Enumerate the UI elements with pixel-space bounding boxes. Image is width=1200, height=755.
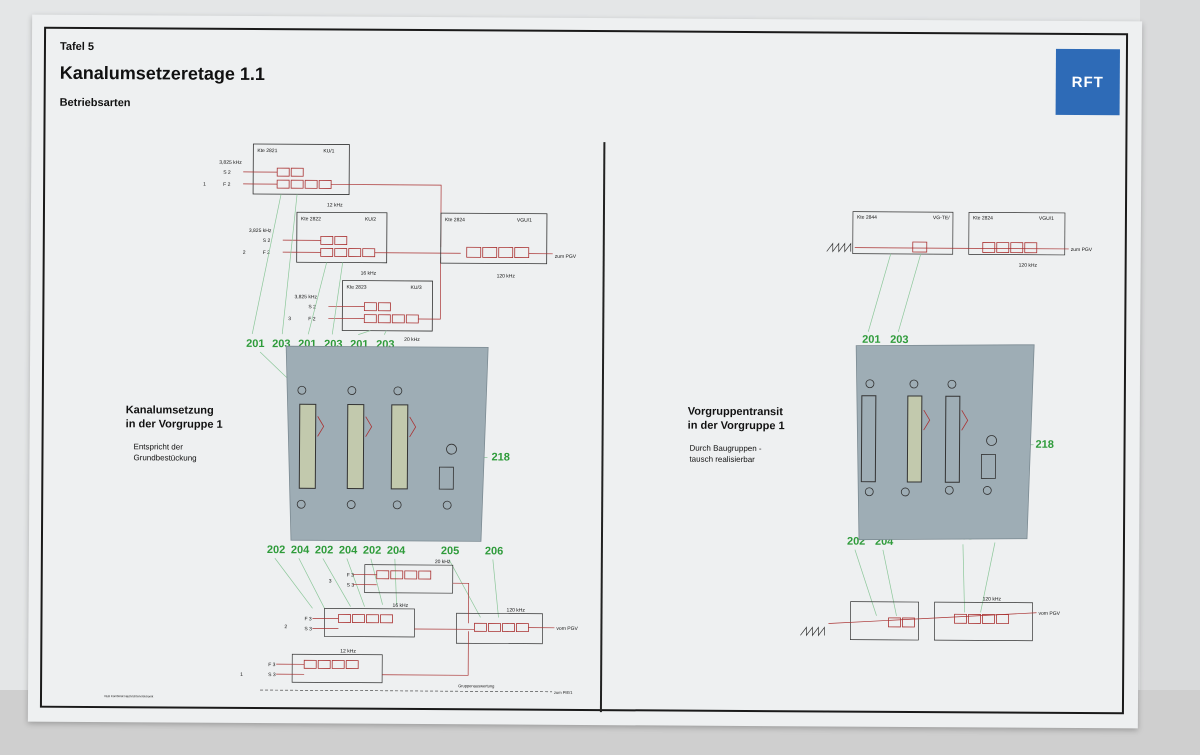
kte-label: Kte 2844 bbox=[857, 215, 877, 221]
channel-label: 1 bbox=[240, 672, 243, 678]
wall-background bbox=[1140, 0, 1200, 755]
kte-label: Kte 2823 bbox=[346, 285, 366, 291]
kte-label: Kte 2824 bbox=[973, 215, 993, 221]
left-module-panel bbox=[285, 345, 489, 542]
channel-label: 3 bbox=[329, 578, 332, 584]
s-label: S 2 bbox=[263, 238, 271, 244]
bottom-row-2: 2 F 3 S 3 16 kHz bbox=[284, 603, 415, 638]
s-label: S 3 bbox=[304, 626, 312, 632]
kte-label: Kte 2821 bbox=[257, 148, 277, 154]
footer-note: Gruppenauswertung bbox=[458, 683, 494, 688]
kte-label: Kte 2824 bbox=[445, 217, 465, 223]
channel-label: 2 bbox=[284, 624, 287, 630]
channel-label: 1 bbox=[203, 182, 206, 188]
unit-label: VGU/1 bbox=[1039, 216, 1054, 222]
bottom-row-1: 1 F 3 S 3 12 kHz bbox=[240, 649, 383, 684]
out-freq-label: 12 kHz bbox=[327, 202, 343, 208]
ku-label: KU/2 bbox=[365, 217, 376, 223]
ku-label: KU/3 bbox=[410, 285, 421, 291]
ku-label: KU/1 bbox=[323, 148, 334, 154]
vgu-block-top-left: Kte 2824 VGU/1 120 kHz zum PGV bbox=[440, 212, 577, 280]
freq-label: 3,825 kHz bbox=[294, 294, 317, 300]
schematic-drawing: Kte 2821 KU/1 3,825 kHz S 2 F 2 1 12 kHz bbox=[104, 143, 1093, 698]
ku-block-1: Kte 2821 KU/1 3,825 kHz S 2 F 2 1 12 kHz bbox=[203, 143, 442, 248]
s-label: S 2 bbox=[223, 170, 231, 176]
vgu-label: VGU/1 bbox=[517, 218, 532, 224]
ku-block-3: Kte 2823 KU/3 3,825 kHz S 2 F 2 3 20 kHz bbox=[288, 257, 442, 343]
unit-label: VG-TE/ bbox=[933, 215, 950, 221]
freq-label: 3,825 kHz bbox=[249, 228, 272, 234]
vgu-freq-label: 120 kHz bbox=[507, 608, 526, 614]
freq-label: 20 kHz bbox=[435, 559, 451, 565]
bottom-freq-label: 120 kHz bbox=[983, 596, 1002, 602]
right-module-panel bbox=[855, 344, 1035, 541]
top-dest-label: zum PGV bbox=[1071, 247, 1093, 253]
right-bottom-chain: 120 kHz vom PGV bbox=[800, 596, 1061, 642]
bottom-dest-label: vom PGV bbox=[1039, 611, 1061, 617]
imprint-text: VEB Kombinat Nachrichtenelektronik bbox=[104, 694, 154, 698]
footer-dest: zum PIE/1 bbox=[554, 690, 573, 695]
out-freq-label: 20 kHz bbox=[404, 337, 420, 343]
schematic-board: Tafel 5 Kanalumsetzeretage 1.1 Betriebsa… bbox=[27, 14, 1143, 729]
f-label: F 2 bbox=[223, 182, 230, 188]
out-freq-label: 16 kHz bbox=[361, 271, 377, 277]
vgu-dest-label: vom PGV bbox=[556, 626, 578, 632]
s-label: S 3 bbox=[347, 583, 355, 589]
vgu-freq-label: 120 kHz bbox=[497, 273, 516, 279]
kte-label: Kte 2822 bbox=[301, 216, 321, 222]
f-label: F 3 bbox=[268, 662, 275, 668]
s-label: S 3 bbox=[268, 672, 276, 678]
bottom-row-3: 3 F 3 S 3 20 kHz bbox=[329, 559, 454, 594]
freq-label: 16 kHz bbox=[393, 603, 409, 609]
top-freq-label: 120 kHz bbox=[1019, 263, 1038, 269]
channel-label: 3 bbox=[288, 316, 291, 322]
right-top-chain: Kte 2844 VG-TE/ Kte 2824 VGU/1 120 kHz z… bbox=[826, 211, 1093, 269]
vgu-dest-label: zum PGV bbox=[555, 254, 577, 260]
f-label: F 3 bbox=[347, 573, 354, 579]
f-label: F 2 bbox=[263, 250, 270, 256]
f-label: F 3 bbox=[304, 616, 311, 622]
vgu-block-bottom-left: 120 kHz vom PGV bbox=[382, 582, 579, 676]
s-label: S 2 bbox=[308, 304, 316, 310]
channel-label: 2 bbox=[243, 250, 246, 256]
freq-label: 12 kHz bbox=[340, 649, 356, 655]
freq-label: 3,825 kHz bbox=[219, 160, 242, 166]
ku-block-2: Kte 2822 KU/2 3,825 kHz S 2 F 2 2 16 kHz bbox=[243, 211, 461, 277]
